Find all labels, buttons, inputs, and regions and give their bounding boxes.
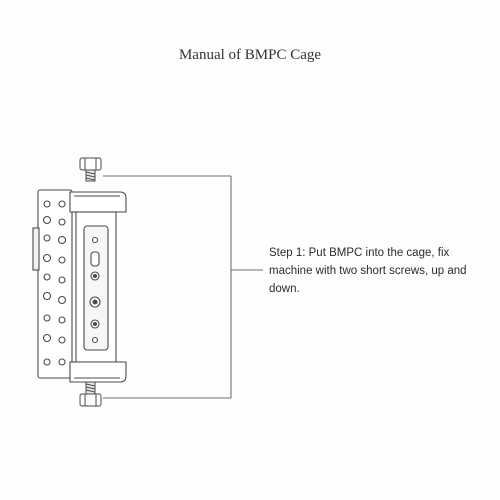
top-screw-icon xyxy=(79,157,102,182)
bracket-lines xyxy=(103,175,263,399)
bottom-screw-icon xyxy=(79,381,102,407)
page-title: Manual of BMPC Cage xyxy=(178,47,322,63)
camera-cage-icon xyxy=(32,189,127,383)
step-1-text: Step 1: Put BMPC into the cage, fix mach… xyxy=(269,247,467,295)
